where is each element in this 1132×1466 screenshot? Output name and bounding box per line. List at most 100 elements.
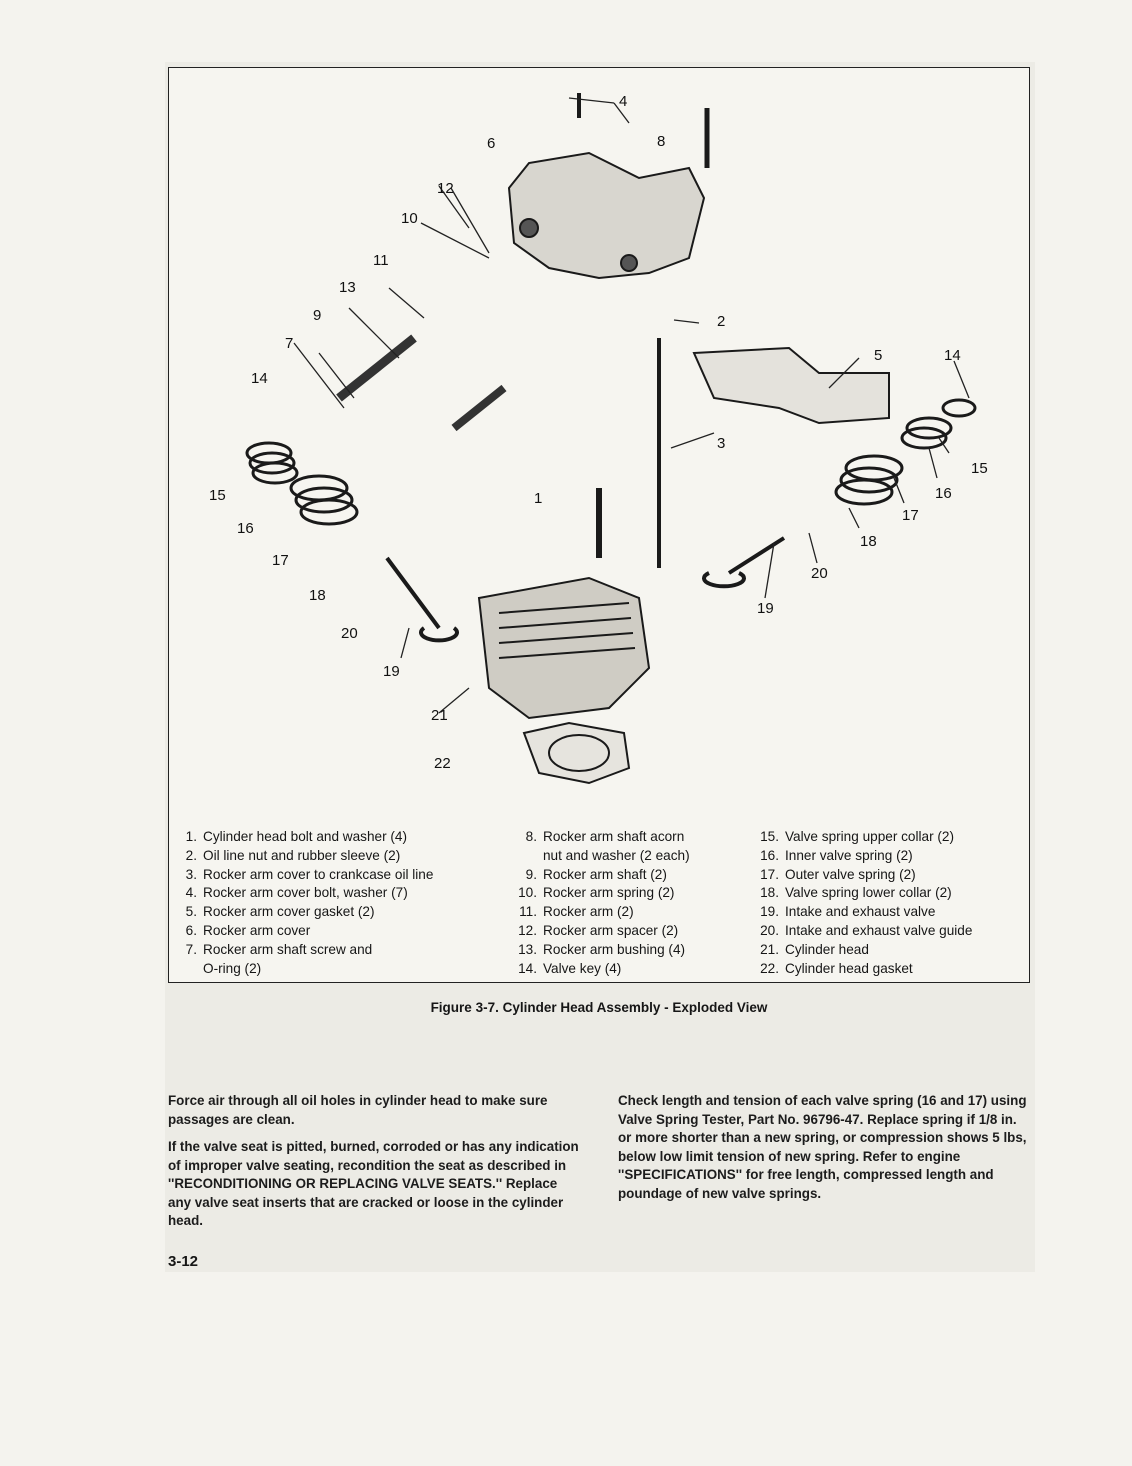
legend-text: Valve key (4) [543,960,622,976]
callout-9: 9 [313,307,321,324]
exploded-view-diagram: 1 2 3 4 5 6 7 8 9 10 11 12 13 14 14 15 1… [209,93,988,785]
legend-item: 21.Cylinder head [757,941,972,960]
valve-right-part [702,536,786,589]
legend-item: 20.Intake and exhaust valve guide [757,922,972,941]
callout-19-left: 19 [383,663,400,680]
callout-2: 2 [717,313,725,330]
valve-left-part [385,556,459,643]
body-paragraph: Force air through all oil holes in cylin… [168,1093,548,1127]
legend-item: 6. Rocker arm cover [175,922,433,941]
legend-item: 12. Rocker arm spacer (2) [515,922,690,941]
legend-item: 22. Cylinder head gasket [757,960,972,979]
callout-10: 10 [401,210,418,227]
callout-15-right: 15 [971,460,988,477]
legend-item: nut and washer (2 each) [515,847,690,866]
legend-item: 4. Rocker arm cover bolt, washer (7) [175,884,433,903]
legend-number: 4. [185,885,197,901]
legend-number: 8. [525,829,537,844]
rocker-arm-shaft-part [336,334,417,402]
callout-4: 4 [619,93,627,110]
legend-text: Rocker arm (2) [543,904,634,920]
legend-text: Inner valve spring (2) [785,847,913,863]
legend-number: 17. [760,866,779,882]
legend-text: Outer valve spring (2) [785,866,916,882]
legend-text: Valve spring upper collar (2) [785,829,954,844]
legend-column-3: 15. Valve spring upper collar (2) 16.Inne… [757,828,972,978]
callout-20-right: 20 [811,565,828,582]
legend-item: O-ring (2) [175,960,433,979]
callout-16-right: 16 [935,485,952,502]
legend-text: Rocker arm cover to crankcase oil line [203,866,434,882]
valve-springs-right-part [834,398,977,506]
rocker-arm-cover-part [507,151,706,280]
callout-19-right: 19 [757,600,774,617]
legend-number: 12. [518,922,537,938]
legend-text: Rocker arm shaft acorn [543,829,685,844]
legend-text: Rocker arm spacer (2) [543,922,679,938]
callout-8: 8 [657,133,665,150]
legend-number [515,847,537,866]
legend-text: Cylinder head bolt and washer (4) [203,829,408,844]
legend-text: Rocker arm shaft screw and [203,941,373,957]
legend-number: 21. [760,941,779,957]
legend-item: 3.Rocker arm cover to crankcase oil line [175,866,434,885]
legend-item: 10. Rocker arm spring (2) [515,884,690,903]
legend-number: 15. [760,829,779,844]
legend-number: 5. [185,904,197,920]
callout-14-left: 14 [251,370,268,387]
legend-number: 13. [518,941,537,957]
legend-item: 15. Valve spring upper collar (2) [757,828,972,847]
legend-text: Cylinder head gasket [785,960,913,976]
cylinder-head-gasket-part [522,721,631,785]
legend-text: Rocker arm cover bolt, washer (7) [203,885,408,901]
callout-7: 7 [285,335,293,352]
body-paragraph: Check length and tension of each valve s… [618,1093,1027,1201]
legend-item: 7. Rocker arm shaft screw and [175,941,433,960]
legend-text: nut and washer (2 each) [543,847,690,863]
callout-17-right: 17 [902,507,919,524]
legend-number: 14. [518,960,537,976]
legend-item: 16.Inner valve spring (2) [757,847,972,866]
legend-item: 13.Rocker arm bushing (4) [515,941,690,960]
callout-17-left: 17 [272,552,289,569]
callout-22: 22 [434,755,451,772]
callout-1: 1 [534,490,542,507]
legend-number: 11. [519,904,537,920]
figure-frame: 1 2 3 4 5 6 7 8 9 10 11 12 13 14 14 15 1… [168,67,1030,983]
legend-text: Rocker arm cover gasket (2) [203,904,375,920]
callout-15-left: 15 [209,487,226,504]
legend-text: Oil line nut and rubber sleeve (2) [203,847,401,863]
callout-5: 5 [874,347,882,364]
callout-13: 13 [339,279,356,296]
legend-item: 11. Rocker arm (2) [515,903,690,922]
callout-20-left: 20 [341,625,358,642]
legend-text: Rocker arm cover [203,922,311,938]
legend-text: O-ring (2) [203,960,262,976]
legend-item: 8. Rocker arm shaft acorn [515,828,690,847]
legend-item: 19.Intake and exhaust valve [757,903,972,922]
legend-number: 7. [185,941,197,957]
body-paragraph: If the valve seat is pitted, burned, cor… [168,1139,579,1229]
legend-number: 22. [760,960,779,976]
legend-item: 18. Valve spring lower collar (2) [757,884,972,903]
figure-caption: Figure 3-7. Cylinder Head Assembly - Exp… [430,1000,768,1015]
legend-number: 9. [525,866,537,882]
legend-text: Intake and exhaust valve [785,904,936,920]
callout-18-left: 18 [309,587,326,604]
legend-number: 1. [185,829,197,844]
legend-item: 9.Rocker arm shaft (2) [515,866,690,885]
legend-number: 18. [760,885,779,901]
valve-springs-left-part [245,441,359,526]
callout-14-right: 14 [944,347,961,364]
legend-column-1: 1.Cylinder head bolt and washer (4) 2.Oi… [175,828,434,979]
rocker-cover-gasket-part [692,346,890,425]
legend-number: 6. [185,922,197,938]
legend-number: 10. [518,885,537,901]
callout-21: 21 [431,707,448,724]
callout-18-right: 18 [860,533,877,550]
page-number: 3-12 [168,1253,199,1270]
callout-6: 6 [487,135,495,152]
legend-number: 20. [760,922,779,938]
legend-text: Rocker arm spring (2) [543,885,675,901]
legend-text: Valve spring lower collar (2) [785,885,952,901]
